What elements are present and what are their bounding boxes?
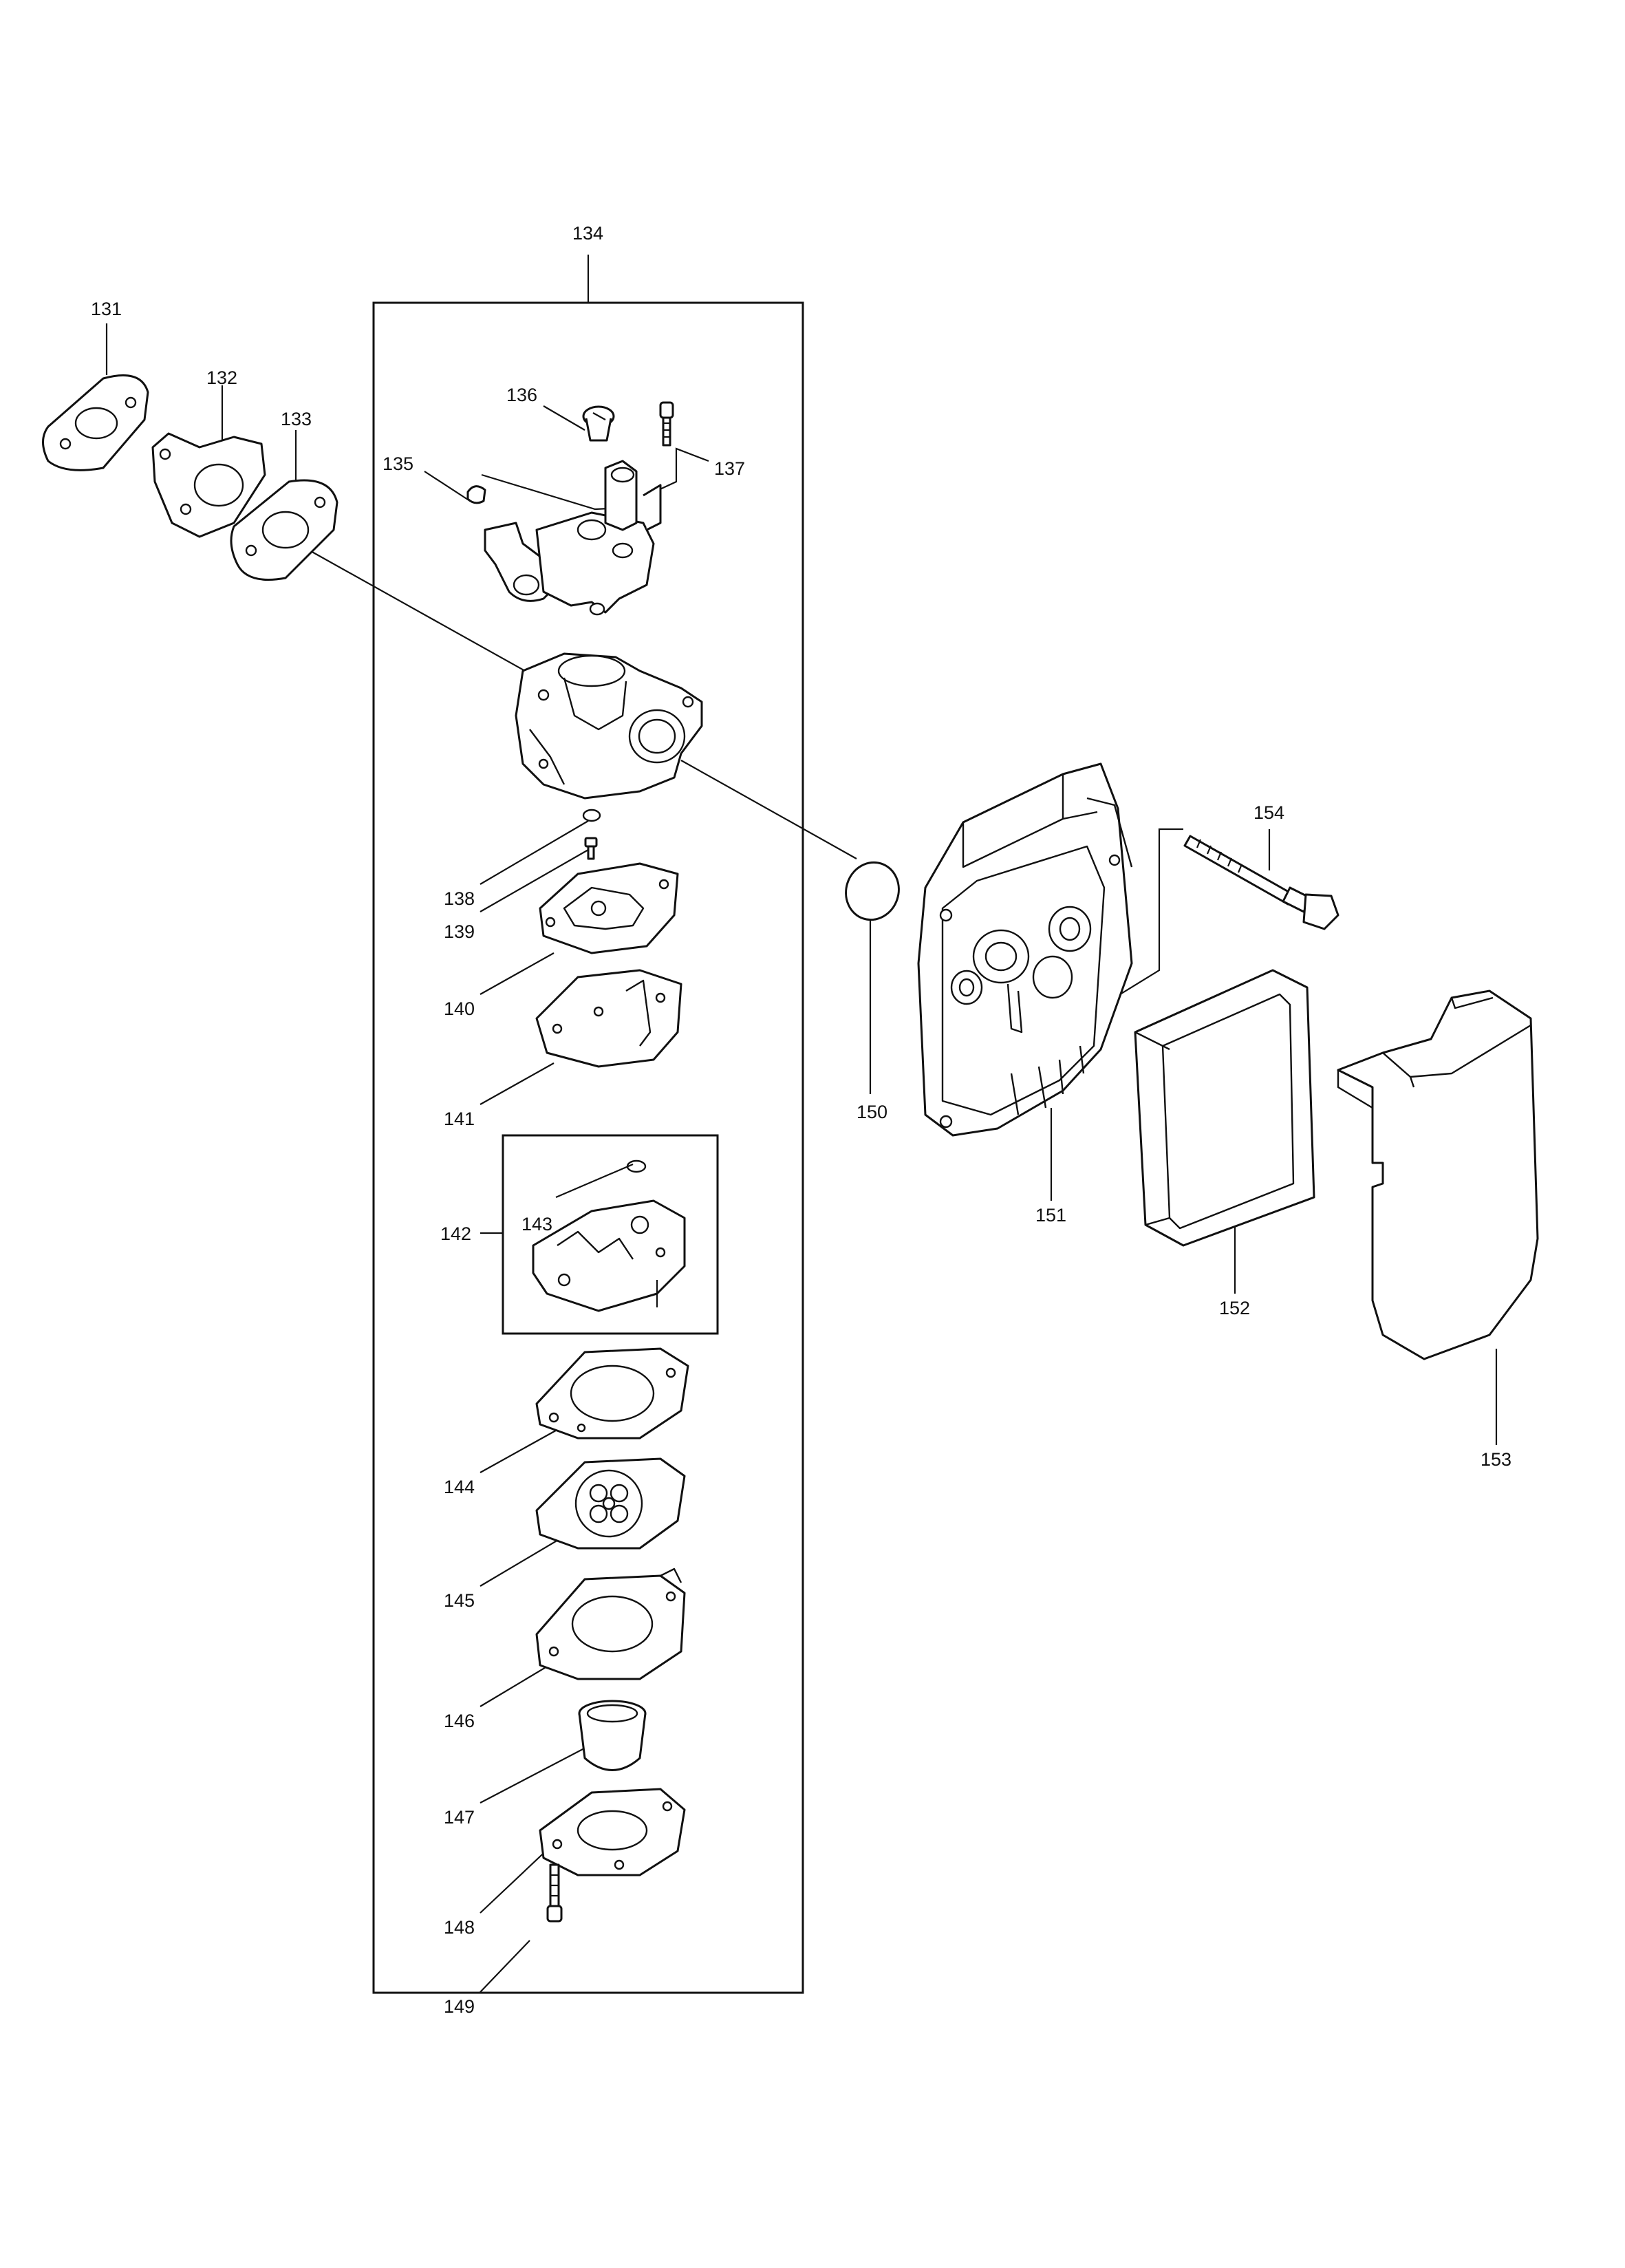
label-146: 146 [444, 1711, 475, 1731]
label-137: 137 [714, 458, 745, 479]
metering-diaphragm-141 [535, 969, 682, 1068]
label-139: 139 [444, 921, 475, 942]
gasket-131 [42, 374, 149, 471]
pump-diaphragm-145 [535, 1457, 686, 1550]
label-150: 150 [857, 1102, 887, 1122]
throttle-lever-assembly [484, 460, 662, 616]
leader-lines [105, 255, 1498, 1993]
label-134: 134 [572, 223, 603, 244]
bolt-154 [1183, 835, 1339, 930]
label-145: 145 [444, 1590, 475, 1611]
screw-137 [659, 401, 674, 447]
gasket-140 [539, 862, 679, 954]
label-133: 133 [281, 409, 312, 429]
insulator-plate-132 [151, 432, 266, 538]
pump-body-subassembly-frame [502, 1134, 719, 1335]
clip-135 [466, 485, 486, 504]
gasket-144 [535, 1347, 689, 1440]
needle-139 [584, 837, 598, 860]
label-148: 148 [444, 1917, 475, 1938]
label-143: 143 [521, 1214, 552, 1234]
o-ring-138 [582, 809, 601, 822]
label-131: 131 [91, 299, 122, 319]
carburetor-body [515, 652, 703, 800]
label-144: 144 [444, 1477, 475, 1497]
label-135: 135 [383, 453, 413, 474]
label-149: 149 [444, 1996, 475, 2017]
pump-cover-146 [535, 1568, 686, 1680]
filter-screen-143 [626, 1159, 647, 1173]
label-154: 154 [1253, 802, 1284, 823]
adjusting-screw-136 [582, 405, 615, 442]
label-147: 147 [444, 1807, 475, 1828]
screw-149 [546, 1863, 563, 1923]
label-151: 151 [1035, 1205, 1066, 1226]
label-132: 132 [206, 367, 237, 388]
label-140: 140 [444, 998, 475, 1019]
pump-body-142 [532, 1199, 686, 1312]
label-153: 153 [1481, 1449, 1511, 1470]
label-136: 136 [506, 385, 537, 405]
air-filter-element-152 [1134, 969, 1315, 1247]
retainer-plate-148 [539, 1788, 686, 1876]
label-141: 141 [444, 1109, 475, 1129]
air-cleaner-cover-153 [1337, 989, 1539, 1360]
gasket-133 [230, 479, 338, 581]
primer-bulb-147 [578, 1700, 647, 1771]
air-cleaner-case-151 [917, 762, 1133, 1137]
label-152: 152 [1219, 1298, 1250, 1318]
label-142: 142 [440, 1223, 471, 1244]
part-labels: 131 132 133 134 135 136 137 138 139 140 … [91, 223, 1511, 2017]
o-ring-150 [845, 861, 900, 921]
label-138: 138 [444, 888, 475, 909]
